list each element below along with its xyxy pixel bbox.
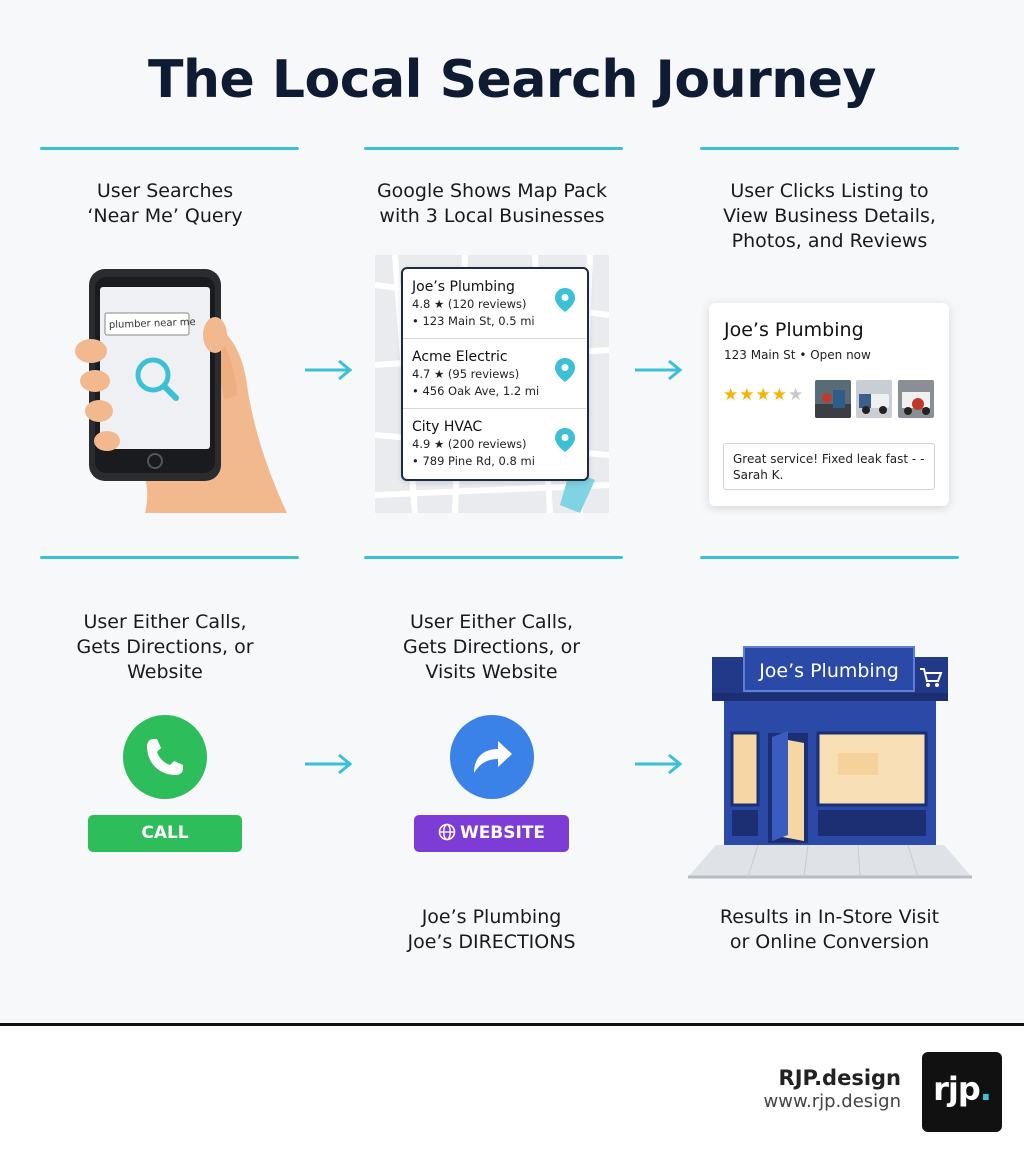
brand-url[interactable]: www.rjp.design xyxy=(763,1091,902,1112)
listing-rating: 4.7 ★ (95 reviews) xyxy=(412,367,520,381)
arrow-right-icon xyxy=(305,359,353,381)
listing-address: • 123 Main St, 0.5 mi xyxy=(412,314,535,328)
directions-caption: Joe’s Plumbing Joe’s DIRECTIONS xyxy=(407,906,576,953)
listing-rating: 4.8 ★ (120 reviews) xyxy=(412,297,527,311)
footer xyxy=(0,1026,1024,1154)
divider-step-5 xyxy=(364,556,623,559)
storefront-illustration: Joe’s Plumbing xyxy=(688,646,972,879)
map-listing[interactable]: Acme Electric 4.7 ★ (95 reviews) • 456 O… xyxy=(403,339,586,409)
arrow-right-icon xyxy=(635,359,683,381)
photo-thumbnail xyxy=(815,380,851,418)
phone-call-icon xyxy=(123,715,207,799)
photo-thumbnail xyxy=(856,380,892,418)
review-snippet: Great service! Fixed leak fast - - Sarah… xyxy=(723,443,935,490)
map-listing[interactable]: City HVAC 4.9 ★ (200 reviews) • 789 Pine… xyxy=(403,409,586,479)
brand-logo: rjp. xyxy=(922,1052,1002,1132)
map-listing[interactable]: Joe’s Plumbing 4.8 ★ (120 reviews) • 123… xyxy=(403,269,586,339)
brand-name: RJP.design xyxy=(778,1066,901,1090)
divider-step-4 xyxy=(40,556,299,559)
listing-name: Acme Electric xyxy=(412,349,508,365)
step-listing-caption: User Clicks Listing to View Business Det… xyxy=(723,180,936,252)
business-detail-card[interactable]: Joe’s Plumbing 123 Main St • Open now ★★… xyxy=(709,303,949,506)
phone-search-text: plumber near me xyxy=(109,317,196,331)
arrow-right-icon xyxy=(635,753,683,775)
listing-name: Joe’s Plumbing xyxy=(412,279,515,295)
globe-icon xyxy=(438,823,456,841)
page-title: The Local Search Journey xyxy=(148,50,876,110)
website-button[interactable]: WEBSITE xyxy=(414,815,569,852)
phone-in-hand-illustration: plumber near me xyxy=(75,269,287,513)
listing-rating: 4.9 ★ (200 reviews) xyxy=(412,437,527,451)
business-address-status: 123 Main St • Open now xyxy=(724,348,871,362)
step-action-caption-left: User Either Calls, Gets Directions, or W… xyxy=(76,611,254,683)
directions-arrow-icon xyxy=(450,715,534,799)
footer-divider xyxy=(0,1023,1024,1026)
divider-step-3 xyxy=(700,147,959,150)
map-pack-card: Joe’s Plumbing 4.8 ★ (120 reviews) • 123… xyxy=(401,267,589,481)
divider-step-2 xyxy=(364,147,623,150)
listing-address: • 456 Oak Ave, 1.2 mi xyxy=(412,384,540,398)
listing-name: City HVAC xyxy=(412,419,483,435)
map-pin-icon xyxy=(555,288,575,312)
photo-thumbnail xyxy=(898,380,934,418)
map-pin-icon xyxy=(555,358,575,382)
result-caption: Results in In-Store Visit or Online Conv… xyxy=(719,906,940,953)
listing-address: • 789 Pine Rd, 0.8 mi xyxy=(412,454,535,468)
star-rating: ★★★★★ xyxy=(723,385,805,405)
map-pin-icon xyxy=(555,428,575,452)
store-sign-text: Joe’s Plumbing xyxy=(758,660,899,682)
step-map-pack-caption: Google Shows Map Pack with 3 Local Busin… xyxy=(376,180,608,227)
divider-step-1 xyxy=(40,147,299,150)
step-action-caption-mid: User Either Calls, Gets Directions, or V… xyxy=(402,611,581,683)
website-button-label: WEBSITE xyxy=(459,823,546,843)
cart-icon xyxy=(920,668,943,687)
call-button[interactable]: CALL xyxy=(88,815,242,852)
step-search-caption: User Searches ‘Near Me’ Query xyxy=(87,180,243,227)
divider-step-6 xyxy=(700,556,959,559)
business-name: Joe’s Plumbing xyxy=(724,319,864,341)
logo-dot: . xyxy=(979,1070,992,1108)
logo-text: rjp xyxy=(933,1070,981,1108)
arrow-right-icon xyxy=(305,753,353,775)
